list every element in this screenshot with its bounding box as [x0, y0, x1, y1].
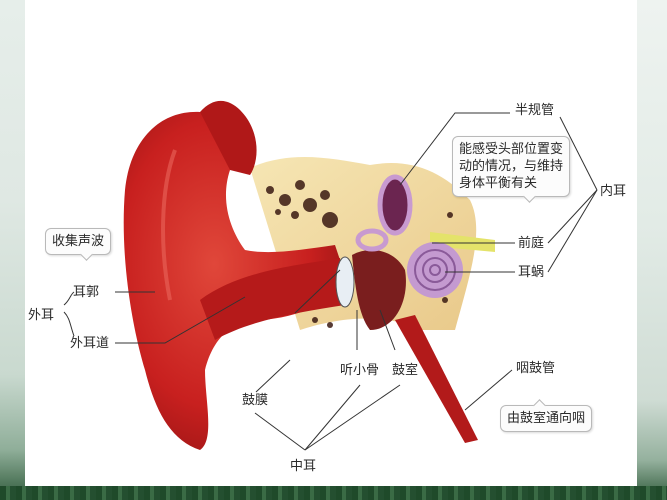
label-tympanic-cavity: 鼓室 — [392, 363, 419, 378]
callout-eustachian-function: 由鼓室通向咽 — [500, 399, 593, 432]
middle-ear-cavity — [352, 250, 406, 330]
background-right-border — [637, 0, 667, 500]
background-bottom-border — [0, 486, 667, 500]
label-ossicles: 听小骨 — [340, 363, 380, 378]
label-auricle: 耳郭 — [73, 285, 100, 300]
label-semicircular-canals: 半规管 — [515, 103, 555, 118]
label-ear-canal: 外耳道 — [70, 336, 110, 351]
callout-auricle-function: 收集声波 — [45, 228, 112, 261]
cochlea-shape — [407, 242, 463, 298]
callout-balance-function: 能感受头部位置变 动的情况，与维持 身体平衡有关 — [452, 136, 571, 203]
ear-canal-shape — [200, 258, 345, 340]
label-inner-ear: 内耳 — [600, 184, 627, 199]
label-eustachian-tube: 咽鼓管 — [516, 361, 556, 376]
semicircular-canals-shape — [355, 174, 413, 252]
label-cochlea: 耳蜗 — [518, 265, 545, 280]
eardrum-shape — [335, 256, 355, 308]
label-vestibule: 前庭 — [518, 236, 545, 251]
label-middle-ear: 中耳 — [290, 459, 317, 474]
eustachian-tube-shape — [395, 315, 478, 443]
label-outer-ear: 外耳 — [28, 308, 55, 323]
label-eardrum: 鼓膜 — [242, 393, 269, 408]
